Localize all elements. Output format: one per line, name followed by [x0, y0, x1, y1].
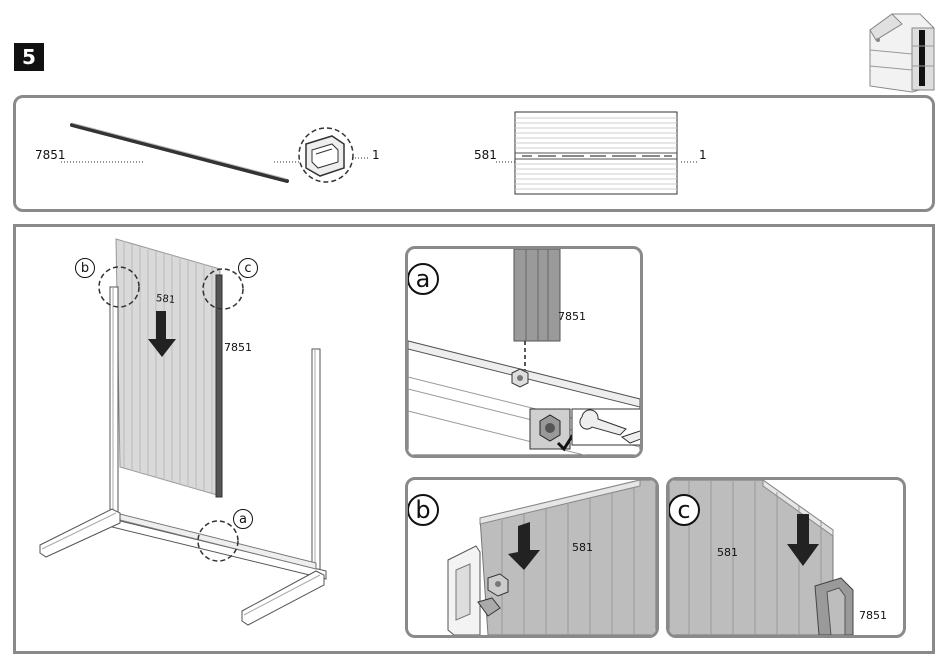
detail-c-callout: c [668, 494, 700, 526]
detail-a-profile-label: 7851 [558, 310, 586, 323]
profile-label: 7851 [224, 341, 252, 354]
panel-label: 581 [155, 293, 175, 306]
wrench-icon [572, 409, 640, 445]
detail-c-profile-label: 7851 [859, 609, 887, 622]
detail-c-panel: c 581 7851 [666, 477, 906, 638]
part-quantity: 1 [699, 148, 707, 162]
part-quantity: 1 [372, 148, 380, 162]
detail-b-drawing [408, 480, 656, 635]
profile-cross-section-icon [306, 136, 344, 176]
part-code: 7851 [35, 148, 66, 162]
parts-list-panel: 7851 1 581 1 [13, 95, 935, 212]
wall-panel-part-icon [515, 112, 677, 194]
callout-b: b [75, 258, 95, 278]
detail-a-panel: a 7851 [405, 246, 643, 458]
detail-a-callout: a [407, 263, 439, 295]
detail-a-drawing [408, 249, 640, 455]
detail-b-callout: b [407, 494, 439, 526]
shed-thumbnail-icon [862, 8, 942, 94]
step-number: 5 [14, 43, 44, 71]
detail-b-panel-label: 581 [572, 541, 593, 554]
detail-b-panel: b 581 [405, 477, 659, 638]
callout-a: a [233, 509, 253, 529]
callout-c: c [238, 258, 258, 278]
detail-c-panel-label: 581 [717, 546, 738, 559]
part-code: 581 [474, 148, 497, 162]
frame-assembly-drawing [16, 227, 376, 651]
